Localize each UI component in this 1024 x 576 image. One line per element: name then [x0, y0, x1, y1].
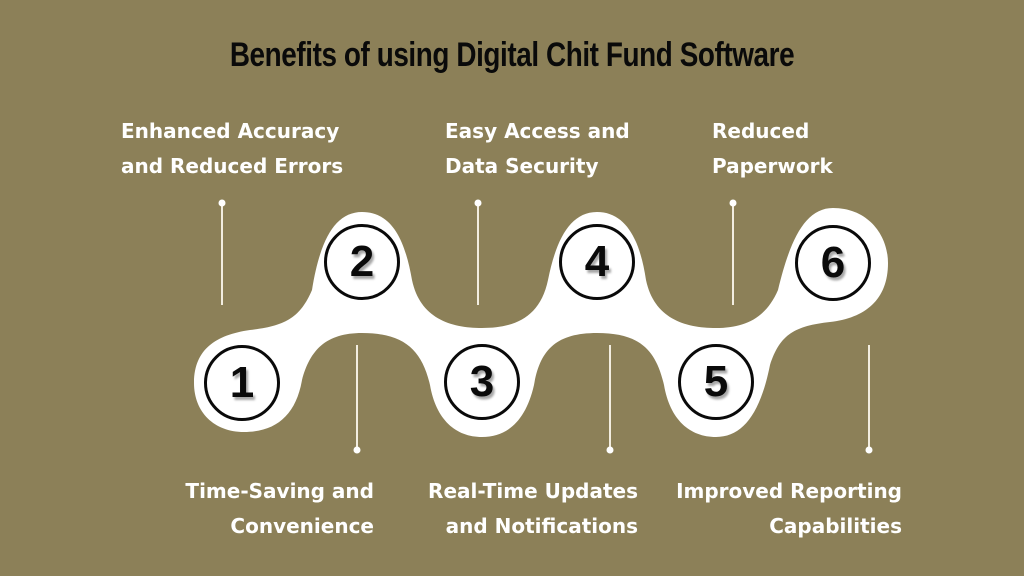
step-5-label-line-2: Capabilities	[769, 514, 902, 538]
step-4-label-line-1: Easy Access and	[445, 119, 630, 143]
step-1-label-line-1: Time-Saving and	[185, 479, 374, 503]
step-3-badge: 3	[444, 344, 520, 420]
step-5-label-line-1: Improved Reporting	[676, 479, 902, 503]
diagram-title: Benefits of using Digital Chit Fund Soft…	[229, 36, 795, 74]
step-3-label: Real-Time Updates and Notifications	[428, 474, 638, 544]
step-4-label: Easy Access and Data Security	[445, 114, 630, 184]
step-6-label-line-1: Reduced	[712, 119, 810, 143]
step-5-badge: 5	[678, 344, 754, 420]
step-6-label-line-2: Paperwork	[712, 154, 833, 178]
connector-line-1	[353, 345, 361, 454]
connector-line-5	[865, 345, 873, 454]
step-3-label-line-2: and Notifications	[445, 514, 638, 538]
connector-line-3	[606, 345, 614, 454]
wavy-band	[194, 208, 888, 437]
step-1-label-line-2: Convenience	[230, 514, 374, 538]
step-6-badge: 6	[795, 225, 871, 301]
step-6-label: Reduced Paperwork	[712, 114, 833, 184]
step-3-label-line-1: Real-Time Updates	[428, 479, 638, 503]
step-2-label-line-1: Enhanced Accuracy	[121, 119, 340, 143]
step-2-badge: 2	[324, 224, 400, 300]
connector-line-6	[729, 199, 737, 305]
step-1-label: Time-Saving and Convenience	[185, 474, 374, 544]
step-2-label-line-2: and Reduced Errors	[121, 154, 344, 178]
step-1-badge: 1	[204, 345, 280, 421]
connector-line-4	[474, 199, 482, 305]
step-2-label: Enhanced Accuracy and Reduced Errors	[121, 114, 343, 184]
step-4-badge: 4	[559, 224, 635, 300]
step-4-label-line-2: Data Security	[445, 154, 599, 178]
connector-line-2	[218, 199, 226, 305]
step-5-label: Improved Reporting Capabilities	[676, 474, 902, 544]
